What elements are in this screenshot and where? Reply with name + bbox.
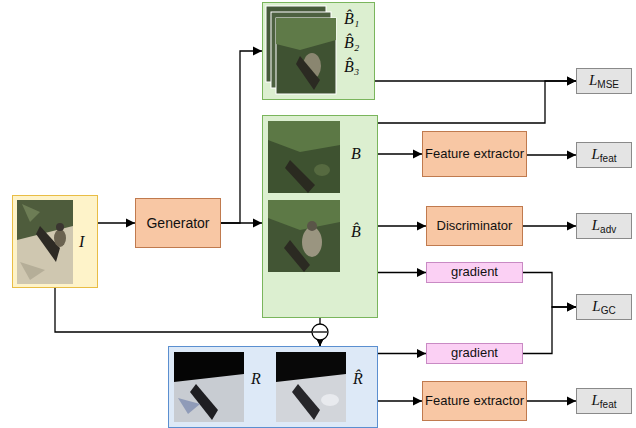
loss-label: Ladv (592, 217, 616, 234)
loss-box: Ladv (576, 213, 632, 239)
drawing-rect (268, 121, 340, 193)
drawing-line (313, 331, 327, 332)
connector-arrow (527, 400, 576, 401)
drawing-path (178, 398, 200, 414)
drawing-path (285, 160, 315, 193)
drawing-path (292, 384, 320, 420)
drawing-circle (307, 221, 317, 231)
loss-symbol: L (591, 146, 599, 162)
box-label: Feature extractor (425, 147, 524, 162)
drawing-rect (262, 2, 375, 100)
input-panel (12, 195, 98, 288)
drawing-rect (262, 115, 378, 318)
connector-arrow (98, 222, 135, 223)
output-box: B B̂ (262, 115, 378, 318)
drawing-rect (168, 346, 378, 428)
drawing-path (22, 204, 40, 222)
box-label: gradient (451, 265, 498, 280)
loss-subscript: GC (601, 305, 616, 316)
input-image-box: I (12, 195, 98, 288)
box-label: Feature extractor (425, 394, 524, 409)
drawing-ellipse (321, 394, 339, 406)
loss-subscript: adv (600, 224, 616, 235)
loss-symbol: L (592, 298, 600, 314)
loss-box: Lfeat (576, 388, 632, 414)
loss-subscript: MSE (597, 79, 619, 90)
process-box: Discriminator (426, 206, 523, 246)
connector-arrow (221, 222, 262, 223)
connector-arrow (527, 154, 576, 155)
drawing-circle (312, 324, 328, 340)
loss-symbol: L (589, 72, 597, 88)
image-label: R̂ (353, 371, 363, 387)
image-label: B̂₃ (344, 59, 359, 75)
loss-label: Lfeat (591, 392, 616, 409)
loss-box: LMSE (576, 68, 632, 94)
gradient-box: gradient (426, 262, 523, 283)
connector-arrow (523, 273, 576, 308)
loss-symbol: L (591, 392, 599, 408)
drawing-rect (174, 352, 244, 422)
generator-box: Generator (135, 198, 221, 248)
gradient-box: gradient (426, 343, 523, 364)
connector-arrow (55, 288, 320, 346)
output-panel (262, 115, 378, 318)
loss-subscript: feat (600, 153, 617, 164)
drawing-rect (276, 18, 336, 94)
connector-arrow (378, 81, 576, 123)
drawing-path (174, 352, 244, 382)
connector-arrow (523, 225, 576, 226)
drawing-path (276, 18, 336, 50)
drawing-path (268, 121, 340, 152)
reflection-box: R R̂ (168, 346, 378, 428)
subtract-symbol (312, 324, 328, 340)
image-label: B (351, 146, 361, 162)
image-label: B̂₂ (344, 35, 359, 51)
drawing-ellipse (54, 229, 66, 247)
drawing-ellipse (314, 164, 330, 176)
drawing-rect (17, 200, 73, 284)
box-label: Generator (146, 215, 209, 231)
connector-arrow (523, 307, 576, 354)
image-label: R (251, 371, 261, 387)
drawing-path (296, 56, 320, 90)
loss-label: Lfeat (591, 146, 616, 163)
process-box: Feature extractor (422, 131, 527, 177)
drawing-path (284, 240, 310, 272)
box-label: gradient (451, 346, 498, 361)
loss-label: LMSE (589, 72, 619, 89)
connector-arrow (378, 400, 422, 401)
connector-arrow (378, 225, 426, 226)
output-stack-box: B̂₁ B̂₂ B̂₃ (262, 2, 375, 100)
drawing-rect (268, 200, 340, 272)
reflection-panel (168, 346, 378, 428)
process-box: Feature extractor (422, 381, 527, 421)
loss-box: Lfeat (576, 142, 632, 168)
box-label: Discriminator (437, 219, 513, 234)
connector-arrow (221, 51, 262, 223)
loss-label: LGC (592, 298, 615, 315)
connector-arrow (378, 353, 426, 354)
output-stack-panel (262, 2, 375, 100)
image-label: B̂₁ (344, 11, 359, 27)
drawing-path (276, 352, 346, 382)
drawing-circle (56, 223, 64, 231)
drawing-path (268, 200, 340, 230)
drawing-path (190, 384, 218, 420)
loss-subscript: feat (600, 399, 617, 410)
drawing-path (20, 262, 45, 280)
drawing-ellipse (302, 227, 322, 257)
loss-symbol: L (592, 217, 600, 233)
image-label: I (79, 234, 84, 250)
connector-arrow (378, 153, 422, 154)
connector-arrow (378, 272, 426, 273)
loss-box: LGC (576, 294, 632, 320)
drawing-rect (276, 352, 346, 422)
image-label: B̂ (351, 224, 361, 240)
drawing-rect (12, 195, 98, 288)
